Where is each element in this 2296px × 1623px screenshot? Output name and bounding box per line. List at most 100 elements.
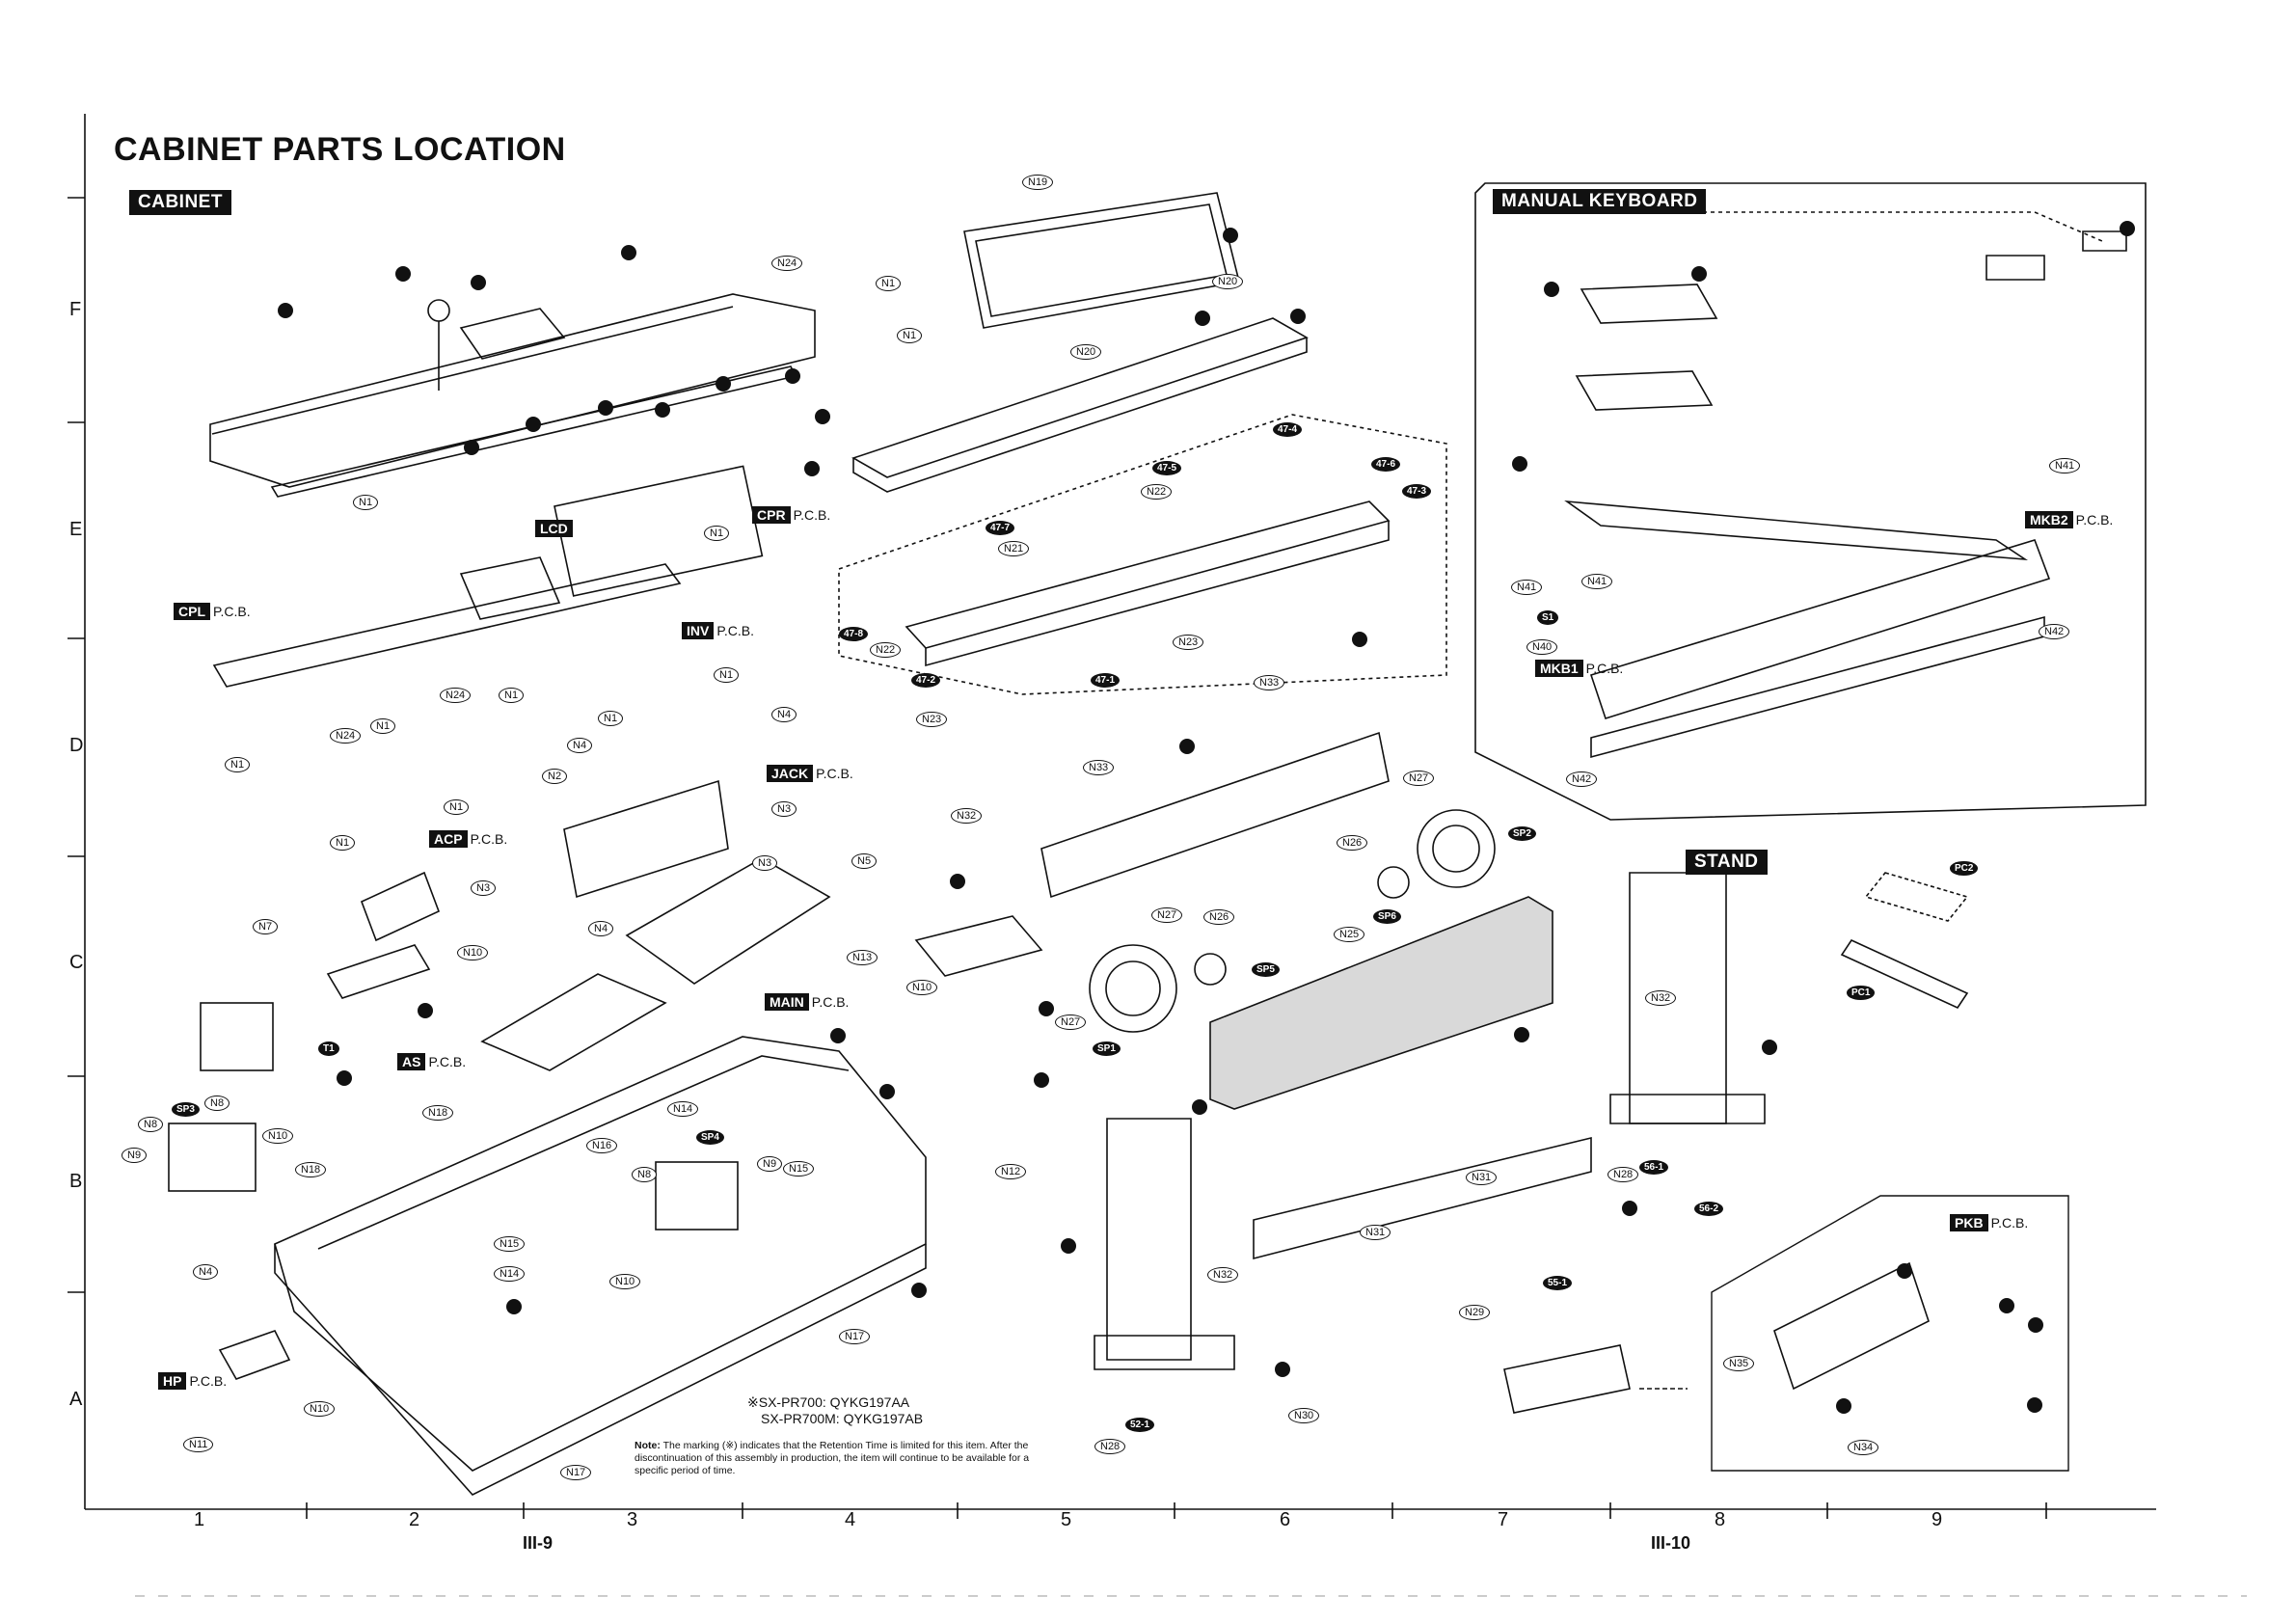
- tag-56-1: 56-1: [1639, 1160, 1669, 1175]
- callout-n32b: N32: [1207, 1267, 1239, 1283]
- grid-row-f: F: [69, 299, 82, 320]
- tag-56-2: 56-2: [1694, 1202, 1724, 1216]
- grid-col-2: 2: [409, 1509, 420, 1530]
- callout-n41: N41: [2049, 458, 2081, 473]
- callout-n3-a: N3: [771, 801, 797, 817]
- callout-n21: N21: [998, 541, 1030, 556]
- callout-n22: N22: [1141, 484, 1173, 500]
- callout-n40: N40: [1526, 639, 1558, 655]
- callout-n1-d: N1: [714, 667, 740, 683]
- grid-col-9: 9: [1931, 1509, 1943, 1530]
- page-ref-right: III-10: [1651, 1533, 1691, 1553]
- tag-pc2: PC2: [1950, 861, 1979, 876]
- pedal-unit: [1503, 1344, 1631, 1414]
- model-line-2: SX-PR700M: QYKG197AB: [761, 1411, 924, 1426]
- tag-pc1: PC1: [1847, 986, 1876, 1000]
- callout-n17: N17: [839, 1329, 871, 1344]
- callout-n2: N2: [542, 769, 568, 784]
- transformer: [200, 1002, 274, 1071]
- cpr-board: [554, 465, 764, 597]
- callout-n14: N14: [667, 1101, 699, 1117]
- main-board: [625, 857, 831, 985]
- section-cabinet-label: CABINET: [129, 190, 231, 215]
- grid-row-a: A: [69, 1389, 83, 1410]
- grid-col-3: 3: [627, 1509, 638, 1530]
- callout-n29: N29: [1459, 1305, 1491, 1320]
- callout-n17b: N17: [560, 1465, 592, 1480]
- callout-n4d: N4: [193, 1264, 219, 1280]
- callout-n28: N28: [1094, 1439, 1126, 1454]
- pkb-detail-frame: [1711, 1195, 2069, 1472]
- grid-row-d: D: [69, 735, 84, 756]
- callout-n1-h: N1: [370, 718, 396, 734]
- tag-sp4: SP4: [696, 1130, 724, 1145]
- callout-n1-a: N1: [876, 276, 902, 291]
- callout-n27: N27: [1403, 771, 1435, 786]
- callout-n16: N16: [586, 1138, 618, 1153]
- callout-n27b: N27: [1151, 907, 1183, 923]
- callout-n12: N12: [995, 1164, 1027, 1179]
- grid-col-5: 5: [1061, 1509, 1072, 1530]
- tag-47-6: 47-6: [1371, 457, 1401, 472]
- speaker-sp5: [1194, 953, 1227, 986]
- callout-n28b: N28: [1607, 1167, 1639, 1182]
- callout-n3-b: N3: [752, 855, 778, 871]
- callout-n19: N19: [1022, 175, 1054, 190]
- callout-n9b: N9: [757, 1156, 783, 1172]
- section-stand-label: STAND: [1686, 850, 1768, 875]
- callout-n42b: N42: [1566, 771, 1598, 787]
- as-board: [480, 973, 667, 1071]
- callout-n1-j: N1: [444, 799, 470, 815]
- tag-sp1: SP1: [1093, 1041, 1121, 1056]
- callout-n32c: N32: [1645, 990, 1677, 1006]
- tag-sp5: SP5: [1252, 962, 1280, 977]
- callout-n15b: N15: [494, 1236, 526, 1252]
- callout-n8b: N8: [138, 1117, 164, 1132]
- callout-n24c: N24: [330, 728, 362, 744]
- callout-n23: N23: [1173, 635, 1204, 650]
- pcb-label-lcd: LCD: [535, 520, 576, 537]
- col-ticks: [306, 1502, 2047, 1519]
- callout-n26b: N26: [1203, 909, 1235, 925]
- callout-n31b: N31: [1360, 1225, 1391, 1240]
- callout-n1-k: N1: [330, 835, 356, 851]
- tag-47-1: 47-1: [1091, 673, 1121, 688]
- tag-52-1: 52-1: [1125, 1418, 1155, 1432]
- acp-board: [360, 871, 441, 942]
- disk-drive: [914, 915, 1043, 977]
- callout-n18: N18: [295, 1162, 327, 1177]
- cpl-board: [212, 563, 682, 688]
- speaker-sp2: [1417, 809, 1496, 888]
- callout-n7: N7: [253, 919, 279, 934]
- tag-47-4: 47-4: [1273, 422, 1303, 437]
- callout-n33: N33: [1254, 675, 1285, 690]
- callout-n4c: N4: [588, 921, 614, 936]
- callout-n41c: N41: [1511, 580, 1543, 595]
- callout-n26: N26: [1337, 835, 1368, 851]
- callout-n15: N15: [783, 1161, 815, 1177]
- callout-n8: N8: [204, 1096, 230, 1111]
- manual-keyboard-frame: [1474, 182, 2147, 821]
- tag-47-8: 47-8: [839, 627, 869, 641]
- callout-n10: N10: [906, 980, 938, 995]
- grid-col-6: 6: [1280, 1509, 1291, 1530]
- speaker-panel: [1040, 731, 1390, 899]
- callout-n1-i: N1: [225, 757, 251, 772]
- callout-n4: N4: [771, 707, 797, 722]
- page-title: CABINET PARTS LOCATION: [114, 131, 566, 168]
- bottom-cabinet: [274, 1036, 927, 1496]
- pc1-part: [1840, 938, 1969, 1010]
- tag-sp2: SP2: [1508, 826, 1536, 841]
- callout-n14b: N14: [494, 1266, 526, 1282]
- callout-n35: N35: [1723, 1356, 1755, 1371]
